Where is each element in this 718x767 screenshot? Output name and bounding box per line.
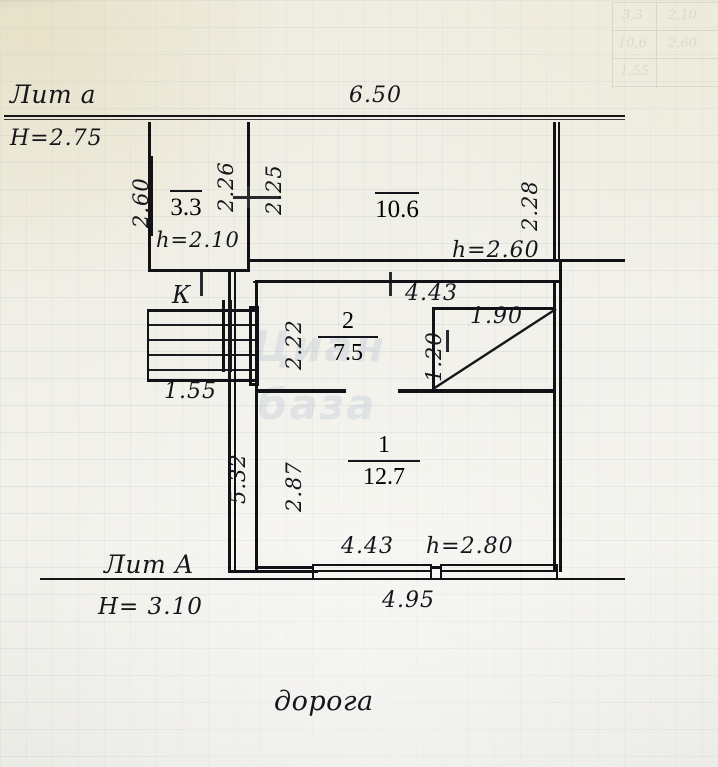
ghost-cell: 2,60 [668, 36, 697, 51]
wall-bottom-outer-right [432, 578, 625, 580]
window-jamb-2-left [440, 564, 442, 580]
room-1-number: 1 [348, 432, 420, 462]
room-1-label: 1 12.7 [348, 432, 420, 491]
dimension-bottom-overall: 4.95 [382, 588, 435, 613]
room-1-area: 12.7 [363, 464, 405, 490]
room-3-3-ceiling: h=2.10 [156, 228, 240, 252]
wall-bottom-room-10-6 [250, 259, 625, 262]
wall-bottom-room-3-3 [148, 269, 250, 272]
dimension-room-1-left: 2.87 [282, 461, 306, 512]
room-1-ceiling: h=2.80 [426, 534, 514, 559]
room-3-3-area-value: 3.3 [170, 190, 202, 222]
wall-bottom-main-mid [432, 566, 442, 569]
road-caption: дорога [274, 686, 374, 717]
dimension-right-upper: 2.28 [518, 180, 542, 231]
litera-a-capital-caption: Лит А [104, 550, 195, 579]
dimension-witness-4-43-top [389, 272, 392, 296]
litera-a-capital-height: H= 3.10 [98, 594, 203, 620]
litera-a-small-rule-2 [4, 119, 625, 120]
dimension-stairs-width: 1.55 [164, 379, 217, 404]
window-jamb-2-right [556, 564, 558, 580]
stairs-jamb-cap-top [249, 306, 259, 309]
door-jamb-corridor [247, 186, 250, 208]
wall-top-room-2 [255, 280, 560, 283]
wall-bottom-main-left [255, 566, 312, 569]
stair-landing-left [432, 307, 435, 389]
wall-right-upper [553, 122, 556, 262]
room-3-3-area: 3.3 [158, 190, 214, 222]
litera-a-small-rule [4, 115, 625, 117]
kitchen-marker: К [172, 281, 192, 309]
ghost-cell: 3,3 [622, 8, 643, 23]
dimension-room-1-bottom: 4.43 [341, 534, 394, 559]
stair-tread [147, 339, 255, 341]
dimension-top-overall: 6.50 [349, 83, 402, 108]
litera-a-small-height: H=2.75 [10, 126, 103, 151]
stair-landing-tick [446, 330, 449, 352]
watermark-line-2: база [258, 380, 377, 429]
dimension-room-3-3-right: 2.26 [214, 161, 238, 212]
stair-tread [147, 324, 255, 326]
dimension-stair-landing-depth: 1.20 [422, 331, 446, 382]
wall-inner-left-rooms [255, 280, 258, 570]
dimension-corridor-width: 2.25 [262, 164, 286, 215]
window-opening-1-outer [312, 564, 432, 566]
room-10-6-area: 10.6 [360, 192, 434, 224]
wall-bottom-outer-left [228, 570, 318, 573]
window-opening-2-outer [440, 564, 558, 566]
wall-outer-left-main [228, 270, 231, 570]
stair-diagonal-icon [432, 307, 557, 391]
stairs-top-edge [147, 309, 255, 312]
dimension-left-upper: 2.60 [129, 177, 153, 228]
dimension-witness-k [200, 272, 203, 296]
wall-left-upper-top [148, 122, 151, 156]
ghost-cell: 2,10 [668, 8, 697, 23]
partition-room-2-room-1-left [258, 389, 346, 393]
stairs-bottom-edge [147, 379, 255, 382]
stair-tread [147, 369, 255, 371]
window-jamb-1-right [430, 564, 432, 580]
ghost-cell: 1,55 [620, 64, 649, 79]
dimension-room-2-left: 2.22 [282, 319, 306, 370]
wall-right-main-outer [559, 262, 562, 572]
door-tick-corridor [233, 196, 281, 199]
litera-a-capital-rule [40, 578, 625, 580]
stairs-left-edge [147, 309, 149, 382]
wall-left-upper-bottom [148, 236, 151, 272]
ghost-cell: 10,6 [618, 36, 647, 51]
partition-room-2-room-1-far [433, 389, 553, 393]
room-10-6-ceiling: h=2.60 [452, 238, 540, 263]
window-opening-2-inner [440, 570, 558, 572]
dimension-room-2-top: 4.43 [405, 281, 458, 306]
stairs-jamb-outer [249, 306, 252, 386]
door-opening-room-2 [228, 300, 232, 372]
ghost-table: 3,3 2,10 10,6 2,60 1,55 [612, 2, 718, 88]
wall-right-upper-inner [558, 122, 560, 262]
stair-tread [147, 354, 255, 356]
stair-landing-top [432, 307, 556, 310]
room-10-6-area-value: 10.6 [375, 192, 419, 224]
room-2-number: 2 [318, 308, 378, 338]
stairs-jamb-cap-bottom [249, 383, 259, 386]
partition-room-2-room-1-right [398, 389, 433, 393]
window-opening-1-inner [312, 570, 432, 572]
dimension-stair-landing-width: 1.90 [470, 304, 523, 329]
door-opening-room-2-outer [222, 300, 225, 372]
wall-right-main [553, 280, 556, 572]
wall-outer-left-main-inner [234, 270, 236, 570]
dimension-outer-left: 5.32 [226, 453, 250, 504]
room-2-label: 2 7.5 [318, 308, 378, 367]
room-2-area: 7.5 [333, 340, 363, 366]
litera-a-small-caption: Лит а [10, 80, 97, 109]
door-opening-room-3-3 [148, 156, 153, 236]
